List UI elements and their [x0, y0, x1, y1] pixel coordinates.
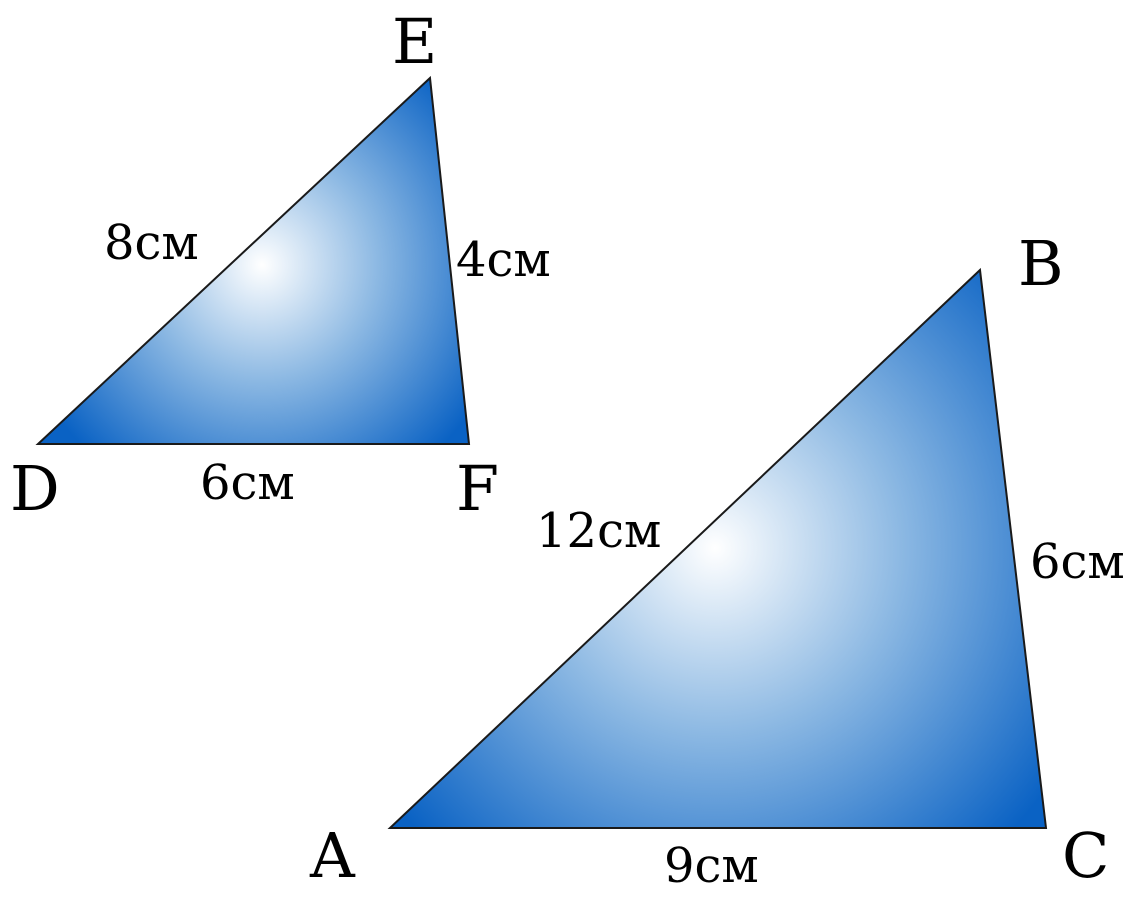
- side-label-ac: 9см: [664, 838, 759, 892]
- triangle-def-shape: [35, 75, 471, 445]
- vertex-label-b: B: [1018, 227, 1064, 300]
- vertex-label-c: C: [1062, 819, 1109, 892]
- side-label-ab: 12см: [536, 503, 661, 559]
- side-label-de: 8см: [104, 215, 199, 271]
- vertex-label-d: D: [10, 452, 60, 525]
- side-label-df: 6см: [200, 455, 295, 511]
- vertex-label-e: E: [392, 5, 437, 78]
- triangle-abc: B A C 12см 6см 9см: [309, 227, 1125, 894]
- triangle-abc-shape: [387, 267, 1048, 829]
- vertex-label-f: F: [456, 452, 499, 525]
- triangle-def: E D F 8см 4см 6см: [10, 5, 551, 525]
- side-label-ef: 4см: [456, 232, 551, 288]
- side-label-bc: 6см: [1030, 534, 1125, 590]
- vertex-label-a: A: [309, 819, 356, 892]
